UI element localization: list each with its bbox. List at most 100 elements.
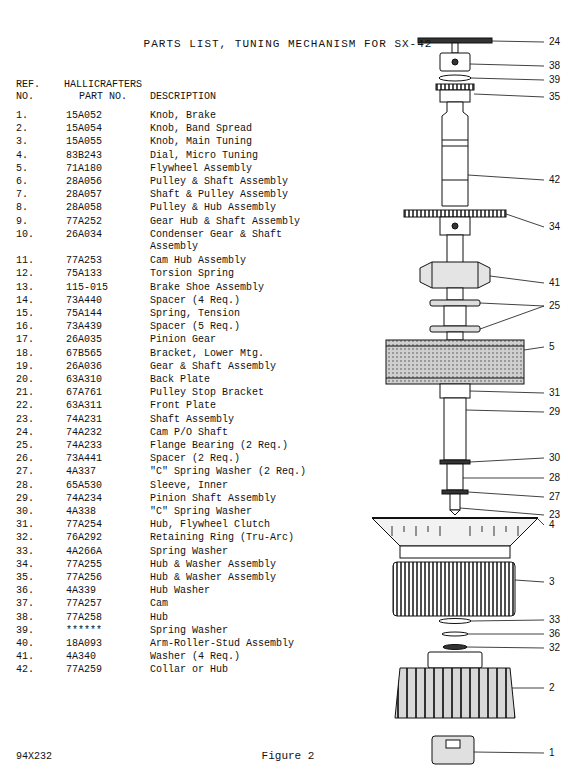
callout-number: 25	[549, 300, 571, 312]
callout-number: 41	[549, 277, 571, 289]
ref-number: 30.	[16, 506, 46, 518]
ref-number: 15.	[16, 308, 46, 320]
ref-number: 4.	[16, 150, 46, 162]
part-description: Washer (4 Req.)	[150, 651, 315, 663]
part-number: 15A054	[66, 123, 136, 135]
part-description: Back Plate	[150, 374, 315, 386]
ref-number: 8.	[16, 202, 46, 214]
ref-number: 18.	[16, 348, 46, 360]
part-number: 77A253	[66, 255, 136, 267]
part-number: 71A180	[66, 163, 136, 175]
part-number: 28A058	[66, 202, 136, 214]
part-description: Knob, Brake	[150, 110, 315, 122]
part-number: 63A310	[66, 374, 136, 386]
part-number: 4A340	[66, 651, 136, 663]
part-description: Knob, Main Tuning	[150, 136, 315, 148]
part-description: Cam	[150, 598, 315, 610]
part-number: 77A255	[66, 559, 136, 571]
part-number: 67A761	[66, 387, 136, 399]
part-number: 15A052	[66, 110, 136, 122]
part-description: Arm-Roller-Stud Assembly	[150, 638, 315, 650]
part-description: Brake Shoe Assembly	[150, 282, 315, 294]
part-number: 77A259	[66, 664, 136, 676]
part-description: Pinion Gear	[150, 334, 315, 346]
ref-number: 1.	[16, 110, 46, 122]
part-description: Spacer (2 Req.)	[150, 453, 315, 465]
ref-number: 29.	[16, 493, 46, 505]
part-number: 74A231	[66, 414, 136, 426]
ref-number: 38.	[16, 612, 46, 624]
callout-number: 1	[549, 747, 571, 759]
ref-number: 13.	[16, 282, 46, 294]
part-description: Spring Washer	[150, 546, 315, 558]
ref-number: 21.	[16, 387, 46, 399]
part-description: Dial, Micro Tuning	[150, 150, 315, 162]
part-number: 28A057	[66, 189, 136, 201]
part-number: 77A257	[66, 598, 136, 610]
part-number: 65A530	[66, 480, 136, 492]
ref-number: 19.	[16, 361, 46, 373]
callout-number: 33	[549, 614, 571, 626]
part-description: Knob, Band Spread	[150, 123, 315, 135]
part-description: Hub & Washer Assembly	[150, 559, 315, 571]
callout-number: 4	[549, 519, 571, 531]
part-description: Hub Washer	[150, 585, 315, 597]
ref-number: 22.	[16, 400, 46, 412]
part-number: 77A258	[66, 612, 136, 624]
part-description: Cam Hub Assembly	[150, 255, 315, 267]
part-number: 77A254	[66, 519, 136, 531]
part-number: 83B243	[66, 150, 136, 162]
ref-number: 35.	[16, 572, 46, 584]
part-description: Spacer (5 Req.)	[150, 321, 315, 333]
part-number: 4A338	[66, 506, 136, 518]
callout-number: 2	[549, 682, 571, 694]
callout-number: 34	[549, 221, 571, 233]
figure-caption: Figure 2	[188, 750, 388, 762]
ref-number: 26.	[16, 453, 46, 465]
part-description: Spring, Tension	[150, 308, 315, 320]
part-number: 75A144	[66, 308, 136, 320]
ref-number: 14.	[16, 295, 46, 307]
part-number: 74A233	[66, 440, 136, 452]
callout-number: 30	[549, 452, 571, 464]
ref-number: 16.	[16, 321, 46, 333]
part-number: 76A292	[66, 532, 136, 544]
part-description: Sleeve, Inner	[150, 480, 315, 492]
part-description: Pulley & Shaft Assembly	[150, 176, 315, 188]
part-number: 77A256	[66, 572, 136, 584]
part-number: 4A337	[66, 466, 136, 478]
part-number: 28A056	[66, 176, 136, 188]
part-description: "C" Spring Washer (2 Req.)	[150, 466, 315, 478]
part-description: Hub	[150, 612, 315, 624]
part-number: 26A034	[66, 229, 136, 241]
callout-number: 3	[549, 576, 571, 588]
part-number: 26A036	[66, 361, 136, 373]
ref-number: 20.	[16, 374, 46, 386]
part-number: 18A093	[66, 638, 136, 650]
part-number: 26A035	[66, 334, 136, 346]
part-number: 74A234	[66, 493, 136, 505]
part-description: Condenser Gear & Shaft Assembly	[150, 229, 315, 253]
part-description: Collar or Hub	[150, 664, 315, 676]
callout-number: 27	[549, 491, 571, 503]
drawing-number: 94X232	[16, 751, 86, 763]
part-number: 75A133	[66, 268, 136, 280]
parts	[372, 38, 538, 764]
part-number: 67B565	[66, 348, 136, 360]
part-description: Hub, Flywheel Clutch	[150, 519, 315, 531]
part-number: 73A441	[66, 453, 136, 465]
page-title: PARTS LIST, TUNING MECHANISM FOR SX-42	[0, 38, 576, 50]
ref-number: 5.	[16, 163, 46, 175]
ref-number: 17.	[16, 334, 46, 346]
ref-number: 28.	[16, 480, 46, 492]
ref-number: 6.	[16, 176, 46, 188]
callout-number: 31	[549, 387, 571, 399]
part-description: Flange Bearing (2 Req.)	[150, 440, 315, 452]
ref-number: 42.	[16, 664, 46, 676]
callout-number: 39	[549, 74, 571, 86]
part-number: 73A440	[66, 295, 136, 307]
ref-number: 34.	[16, 559, 46, 571]
ref-number: 36.	[16, 585, 46, 597]
ref-number: 40.	[16, 638, 46, 650]
part-description: Shaft & Pulley Assembly	[150, 189, 315, 201]
